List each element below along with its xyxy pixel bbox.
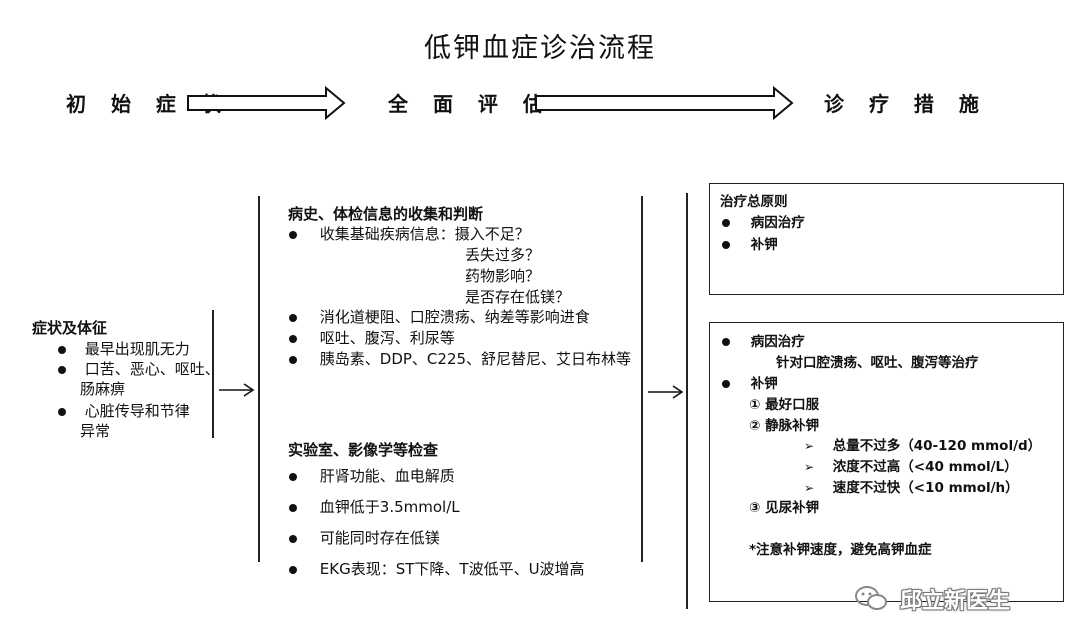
history-heading: 病史、体检信息的收集和判断 [288, 205, 484, 223]
symptoms-heading: 症状及体征 [32, 319, 108, 337]
lab-item: EKG表现：ST下降、T波低平、U波增高 [289, 558, 585, 579]
lab-item: 血钾低于3.5mmol/L [289, 496, 460, 517]
iv-rule-item: ➢ 总量不过多（40-120 mmol/d） [804, 438, 1042, 454]
symptom-item: 口苦、恶心、呕吐、 [58, 358, 220, 379]
principle-heading: 治疗总原则 [720, 194, 788, 210]
bullet-icon [722, 219, 730, 227]
watermark-text: 邱立新医生 [900, 589, 1011, 614]
bullet-icon [722, 338, 730, 346]
bullet-icon [289, 334, 297, 343]
arrow-bullet-icon: ➢ [804, 439, 815, 453]
lab-item: 可能同时存在低镁 [289, 527, 440, 548]
symptom-item: 最早出现肌无力 [58, 338, 190, 359]
supplement-step-2: ② 静脉补钾 [749, 418, 820, 434]
bullet-icon [722, 380, 730, 388]
bullet-icon [289, 230, 297, 239]
stage-full-evaluation: 全 面 评 估 [388, 92, 552, 116]
symptom-item-cont: 肠麻痹 [80, 380, 126, 398]
caution-note: *注意补钾速度，避免高钾血症 [749, 542, 932, 558]
history-item-cont: 丢失过多？ [465, 246, 541, 264]
arrow-to-treatment [648, 385, 684, 399]
arrow-bullet-icon: ➢ [804, 460, 815, 474]
evaluation-left-line [258, 196, 260, 562]
lab-heading: 实验室、影像学等检查 [288, 441, 439, 459]
bullet-icon [289, 313, 297, 322]
wechat-icon [855, 586, 887, 610]
evaluation-right-line [641, 196, 643, 562]
stage-arrow-1 [187, 86, 346, 120]
arrow-bullet-icon: ➢ [804, 481, 815, 495]
history-item: 消化道梗阻、口腔溃疡、纳差等影响进食 [289, 306, 590, 327]
treatment-principle-box [709, 183, 1064, 295]
bullet-icon [722, 241, 730, 249]
stage-arrow-2 [535, 86, 794, 120]
symptom-item: 心脏传导和节律 [58, 400, 190, 421]
history-item: 收集基础疾病信息：摄入不足？ [289, 223, 530, 244]
supplement-step-3: ③ 见尿补钾 [749, 500, 820, 516]
arrow-to-evaluation [219, 383, 255, 397]
bullet-icon [58, 365, 66, 374]
symptom-item-cont: 异常 [80, 422, 111, 440]
principle-item: 补钾 [722, 233, 778, 253]
page-title: 低钾血症诊治流程 [424, 33, 656, 64]
principle-item: 病因治疗 [722, 211, 805, 231]
bullet-icon [289, 355, 297, 364]
stage-treatment: 诊 疗 措 施 [824, 92, 988, 116]
history-item: 呕吐、腹泻、利尿等 [289, 327, 455, 348]
bullet-icon [289, 534, 297, 543]
potassium-supplement-item: 补钾 [722, 372, 778, 392]
history-item: 胰岛素、DDP、C225、舒尼替尼、艾日布林等 [289, 348, 631, 369]
history-item-cont: 是否存在低镁？ [465, 288, 571, 306]
cause-treatment-text: 针对口腔溃疡、呕吐、腹泻等治疗 [776, 355, 979, 371]
iv-rule-item: ➢ 浓度不过高（<40 mmol/L） [804, 459, 1018, 475]
bullet-icon [289, 503, 297, 512]
supplement-step-1: ① 最好口服 [749, 397, 820, 413]
symptoms-divider [212, 310, 214, 438]
history-item-cont: 药物影响？ [465, 267, 541, 285]
iv-rule-item: ➢ 速度不过快（<10 mmol/h） [804, 480, 1019, 496]
cause-treatment-item: 病因治疗 [722, 330, 805, 350]
lab-item: 肝肾功能、血电解质 [289, 465, 455, 486]
treatment-detail-box [709, 322, 1064, 602]
bullet-icon [289, 565, 297, 574]
bullet-icon [289, 472, 297, 481]
treatment-left-line [686, 193, 688, 609]
bullet-icon [58, 407, 66, 416]
bullet-icon [58, 345, 66, 354]
